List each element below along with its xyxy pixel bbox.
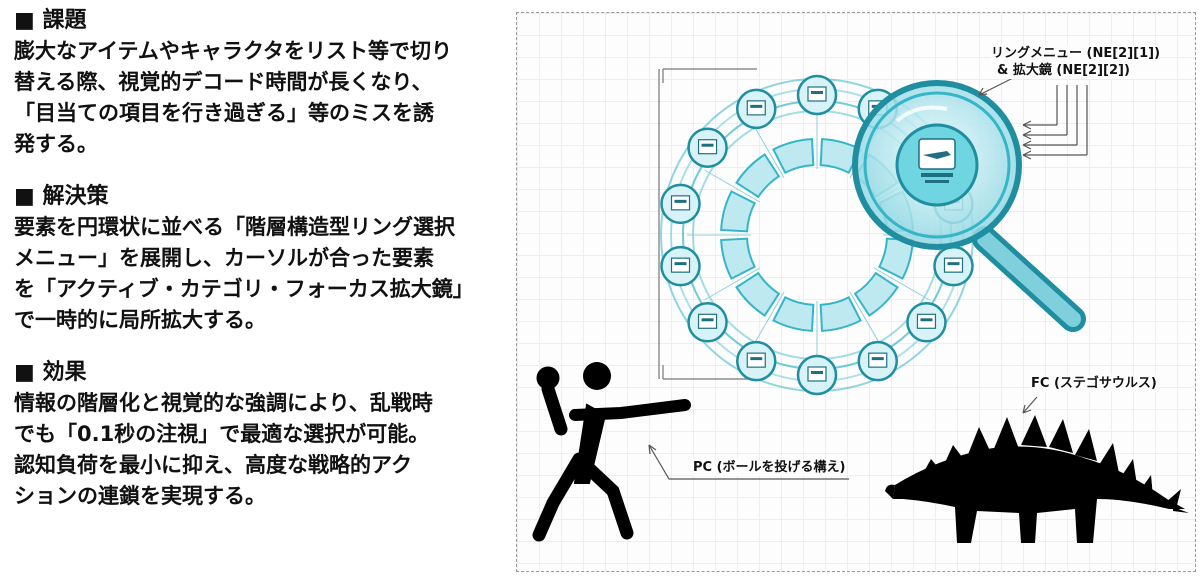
ring-node bbox=[736, 88, 777, 130]
ring-node bbox=[687, 302, 728, 343]
ring-node bbox=[796, 354, 838, 396]
text-panel: ■ 課題 膨大なアイテムやキャラクタをリスト等で切り 替える際、視覚的デコード時… bbox=[14, 6, 514, 534]
inner-ring-segment bbox=[819, 138, 862, 174]
inner-ring-segment bbox=[772, 296, 815, 332]
item-card-bar bbox=[811, 91, 823, 94]
pc-person-silhouette bbox=[532, 362, 691, 542]
inner-ring-segment bbox=[720, 237, 756, 280]
inner-ring-segment bbox=[819, 296, 862, 332]
ring-spoke bbox=[704, 267, 761, 301]
ring-node bbox=[796, 74, 838, 116]
section-body: 要素を円環状に並べる「階層構造型リング選択 メニュー」を展開し、カーソルが合った… bbox=[14, 215, 474, 332]
pc-label: PC (ボールを投げる構え) bbox=[693, 459, 846, 476]
section-effect: ■ 効果 情報の階層化と視覚的な強調により、乱戦時 でも「0.1秒の注視」で最適… bbox=[14, 358, 514, 512]
item-card-bar bbox=[701, 318, 714, 322]
section-heading: ■ 解決策 bbox=[14, 184, 109, 209]
item-card-bar bbox=[811, 371, 823, 374]
ring-node bbox=[660, 183, 701, 225]
inner-ring-segment bbox=[720, 190, 756, 233]
ring-node bbox=[933, 245, 974, 287]
inner-ring-segment bbox=[853, 271, 899, 317]
inner-ring-segment bbox=[735, 153, 781, 199]
item-card-bar bbox=[920, 318, 933, 322]
ring-spoke bbox=[751, 122, 785, 179]
inner-ring-segment bbox=[772, 138, 815, 174]
ring-node bbox=[736, 340, 777, 382]
item-card-bar bbox=[701, 143, 714, 147]
ring-menu-label: リングメニュー (NE[2][1]) & 拡大鏡 (NE[2][2]) bbox=[991, 45, 1161, 79]
section-body: 情報の階層化と視覚的な強調により、乱戦時 でも「0.1秒の注視」で最適な選択が可… bbox=[14, 391, 433, 508]
inner-segment-ring bbox=[720, 138, 914, 332]
item-card-bar bbox=[947, 262, 960, 266]
section-solution: ■ 解決策 要素を円環状に並べる「階層構造型リング選択 メニュー」を展開し、カー… bbox=[14, 182, 514, 336]
ring-spoke bbox=[849, 291, 883, 348]
frame-brackets bbox=[658, 68, 757, 380]
item-card-bar bbox=[674, 199, 687, 203]
diagram-canvas bbox=[532, 68, 1189, 543]
pc-label-connector bbox=[648, 444, 849, 480]
ring-spoke bbox=[873, 267, 930, 301]
ring-node bbox=[857, 340, 898, 382]
item-card-bar bbox=[750, 357, 763, 361]
diagram-panel: リングメニュー (NE[2][1]) & 拡大鏡 (NE[2][2]) PC (… bbox=[516, 12, 1196, 572]
inner-ring-segment bbox=[878, 237, 914, 280]
ring-node bbox=[660, 245, 701, 287]
ring-node bbox=[906, 302, 947, 343]
ring-node bbox=[687, 127, 728, 168]
ring-spoke bbox=[751, 291, 785, 348]
item-card-bar bbox=[871, 357, 884, 361]
inner-ring-segment bbox=[735, 271, 781, 317]
ring-menu-label-line1: リングメニュー (NE[2][1]) bbox=[991, 46, 1161, 61]
fc-label: FC (ステゴサウルス) bbox=[1031, 375, 1157, 392]
item-card-bar bbox=[674, 262, 687, 266]
section-body: 膨大なアイテムやキャラクタをリスト等で切り 替える際、視覚的デコード時間が長くな… bbox=[14, 39, 453, 156]
fc-stegosaurus-silhouette bbox=[885, 415, 1189, 543]
item-card-bar bbox=[750, 104, 763, 108]
section-problem: ■ 課題 膨大なアイテムやキャラクタをリスト等で切り 替える際、視覚的デコード時… bbox=[14, 6, 514, 160]
ring-menu-label-line2: & 拡大鏡 (NE[2][2]) bbox=[997, 63, 1130, 78]
magnifier-icon bbox=[852, 80, 1086, 332]
fc-label-connector bbox=[1022, 396, 1038, 414]
section-heading: ■ 課題 bbox=[14, 8, 87, 33]
section-heading: ■ 効果 bbox=[14, 360, 87, 385]
ring-spoke bbox=[704, 169, 761, 203]
